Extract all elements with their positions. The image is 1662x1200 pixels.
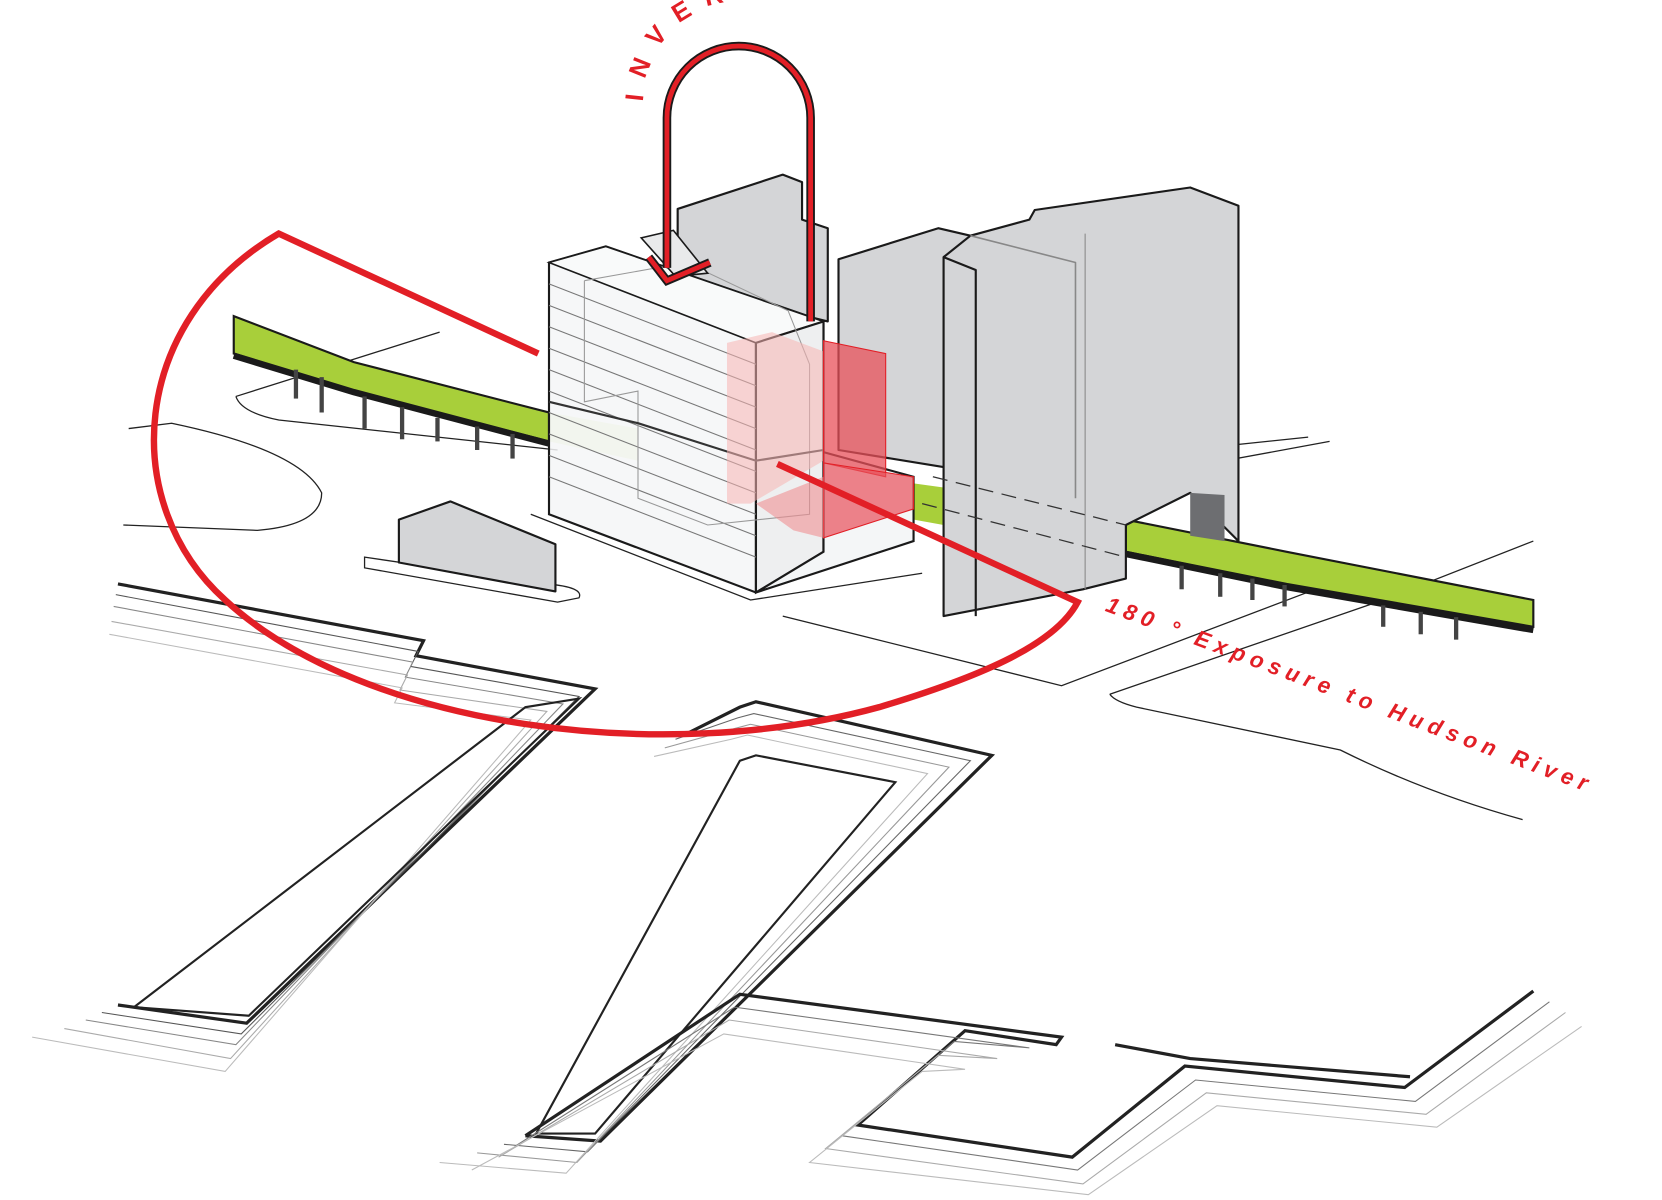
piers: [32, 582, 1582, 1196]
pier-middle: [439, 700, 996, 1174]
invert-label: INVERT: [621, 0, 772, 103]
inverted-volume: [726, 332, 915, 539]
arrow-head-icon: [646, 255, 711, 284]
large-tower: [942, 186, 1240, 618]
context-buildings: [397, 173, 1240, 618]
invert-arrow: [645, 41, 815, 322]
pier-bottom: [471, 989, 1582, 1196]
small-wedge-building: [397, 500, 557, 593]
exposure-arc: [150, 229, 1083, 738]
